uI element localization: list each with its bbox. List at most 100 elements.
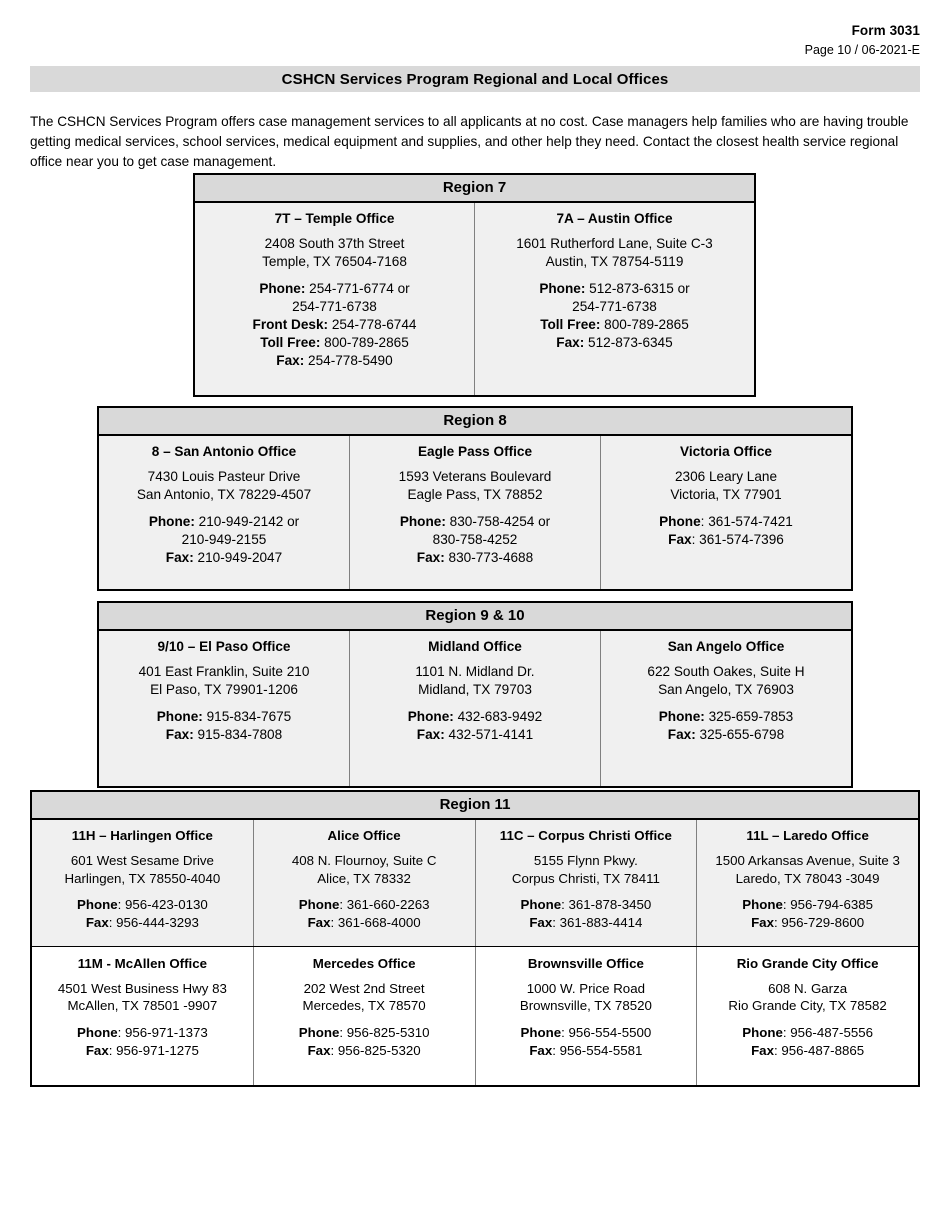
address-line-2: Alice, TX 78332 [317,870,411,886]
contact-value: : 956-554-5500 [561,1025,652,1041]
contact-value: 325-659-7853 [704,709,794,725]
contact-value: 254-771-6738 [572,299,657,315]
contact-line: Front Desk: 254-778-6744 [201,316,468,334]
address-line-2: McAllen, TX 78501 -9907 [67,998,218,1014]
form-meta: Form 3031 Page 10 / 06-2021-E [805,22,920,59]
contact-value: 432-683-9492 [453,709,543,725]
contact-line: Fax: 956-729-8600 [703,914,912,932]
contact-value: 210-949-2047 [193,550,283,566]
region-header: Region 7 [195,175,754,203]
page-title-banner: CSHCN Services Program Regional and Loca… [30,66,920,92]
office-name: 9/10 – El Paso Office [157,639,291,654]
contact-value: : 361-574-7421 [700,514,793,530]
contact-value: 254-778-5490 [304,353,393,369]
contact-label: Fax [529,1042,553,1058]
contact-label: Phone [298,1025,340,1041]
contact-value: 325-655-6798 [695,727,785,743]
contact-line: Toll Free: 800-789-2865 [481,316,748,334]
contact-line: 210-949-2155 [105,531,343,549]
address-line-1: 401 East Franklin, Suite 210 [138,664,310,679]
contact-line: Fax: 915-834-7808 [105,726,343,744]
address-line-1: 608 N. Garza [768,980,848,996]
office-cell: 9/10 – El Paso Office 401 East Franklin, … [99,631,349,786]
address-line-1: 2306 Leary Lane [674,469,778,484]
intro-paragraph: The CSHCN Services Program offers case m… [30,113,909,169]
address-line-2: Harlingen, TX 78550-4040 [64,870,221,886]
contact-value: : 956-487-5556 [782,1025,874,1041]
contact-value: 800-789-2865 [600,317,689,333]
contact-label: Phone [298,897,340,913]
office-name: 11C – Corpus Christi Office [499,828,672,843]
office-address: 1101 N. Midland Dr.Midland, TX 79703 [356,663,594,699]
form-number: Form 3031 [851,23,920,38]
contact-label: Phone: [259,281,306,297]
contact-label: Fax: [165,727,194,743]
contact-value: : 956-971-1373 [117,1025,208,1041]
contact-value: : 956-487-8865 [773,1042,865,1058]
office-name: Rio Grande City Office [736,955,879,971]
contact-label: Front Desk: [252,317,329,333]
office-name: Midland Office [428,639,522,654]
contact-label: Phone: [399,514,446,530]
contact-line: Phone: 361-878-3450 [482,896,691,914]
contact-line: Phone: 254-771-6774 or [201,280,468,298]
contact-value: 254-778-6744 [328,317,417,333]
contact-label: Fax [751,1042,774,1058]
contact-value: : 956-444-3293 [108,915,199,931]
contact-value: 512-873-6315 or [585,281,690,297]
address-line-1: 1000 W. Price Road [526,980,645,996]
contact-line: Phone: 325-659-7853 [607,708,845,726]
contact-line: Phone: 956-554-5500 [482,1024,691,1042]
address-line-2: San Angelo, TX 76903 [658,682,794,698]
contact-value: : 361-574-7396 [691,532,784,548]
contact-value: : 956-971-1275 [108,1042,199,1058]
contact-value: 512-873-6345 [584,335,673,351]
contact-line: Phone: 956-423-0130 [38,896,247,914]
contact-label: Fax: [556,335,585,351]
contact-label: Fax [85,1042,109,1058]
page-title: CSHCN Services Program Regional and Loca… [281,70,669,88]
office-name: Eagle Pass Office [417,444,533,459]
address-line-1: 408 N. Flournoy, Suite C [291,853,437,868]
office-address: 5155 Flynn Pkwy.Corpus Christi, TX 78411 [482,852,691,887]
office-address: 4501 West Business Hwy 83 McAllen, TX 785… [38,980,247,1015]
address-line-1: 4501 West Business Hwy 83 [57,980,227,996]
contact-label: Phone [742,1025,783,1041]
contact-line: Toll Free: 800-789-2865 [201,334,468,352]
office-name: Victoria Office [680,444,772,459]
address-line-1: 202 West 2nd Street [303,980,425,996]
address-line-2: El Paso, TX 79901-1206 [150,682,298,698]
contact-value: 915-834-7675 [202,709,292,725]
contact-value: : 361-668-4000 [330,915,421,931]
contact-line: Fax: 956-487-8865 [703,1042,912,1060]
address-line-2: Corpus Christi, TX 78411 [511,870,660,886]
contact-value: 800-789-2865 [320,335,409,351]
contact-line: Phone: 361-660-2263 [260,896,469,914]
address-line-2: Austin, TX 78754-5119 [545,254,684,270]
office-cell: 11C – Corpus Christi Office 5155 Flynn Pk… [474,820,697,946]
contact-value: : 956-825-5310 [339,1025,430,1041]
